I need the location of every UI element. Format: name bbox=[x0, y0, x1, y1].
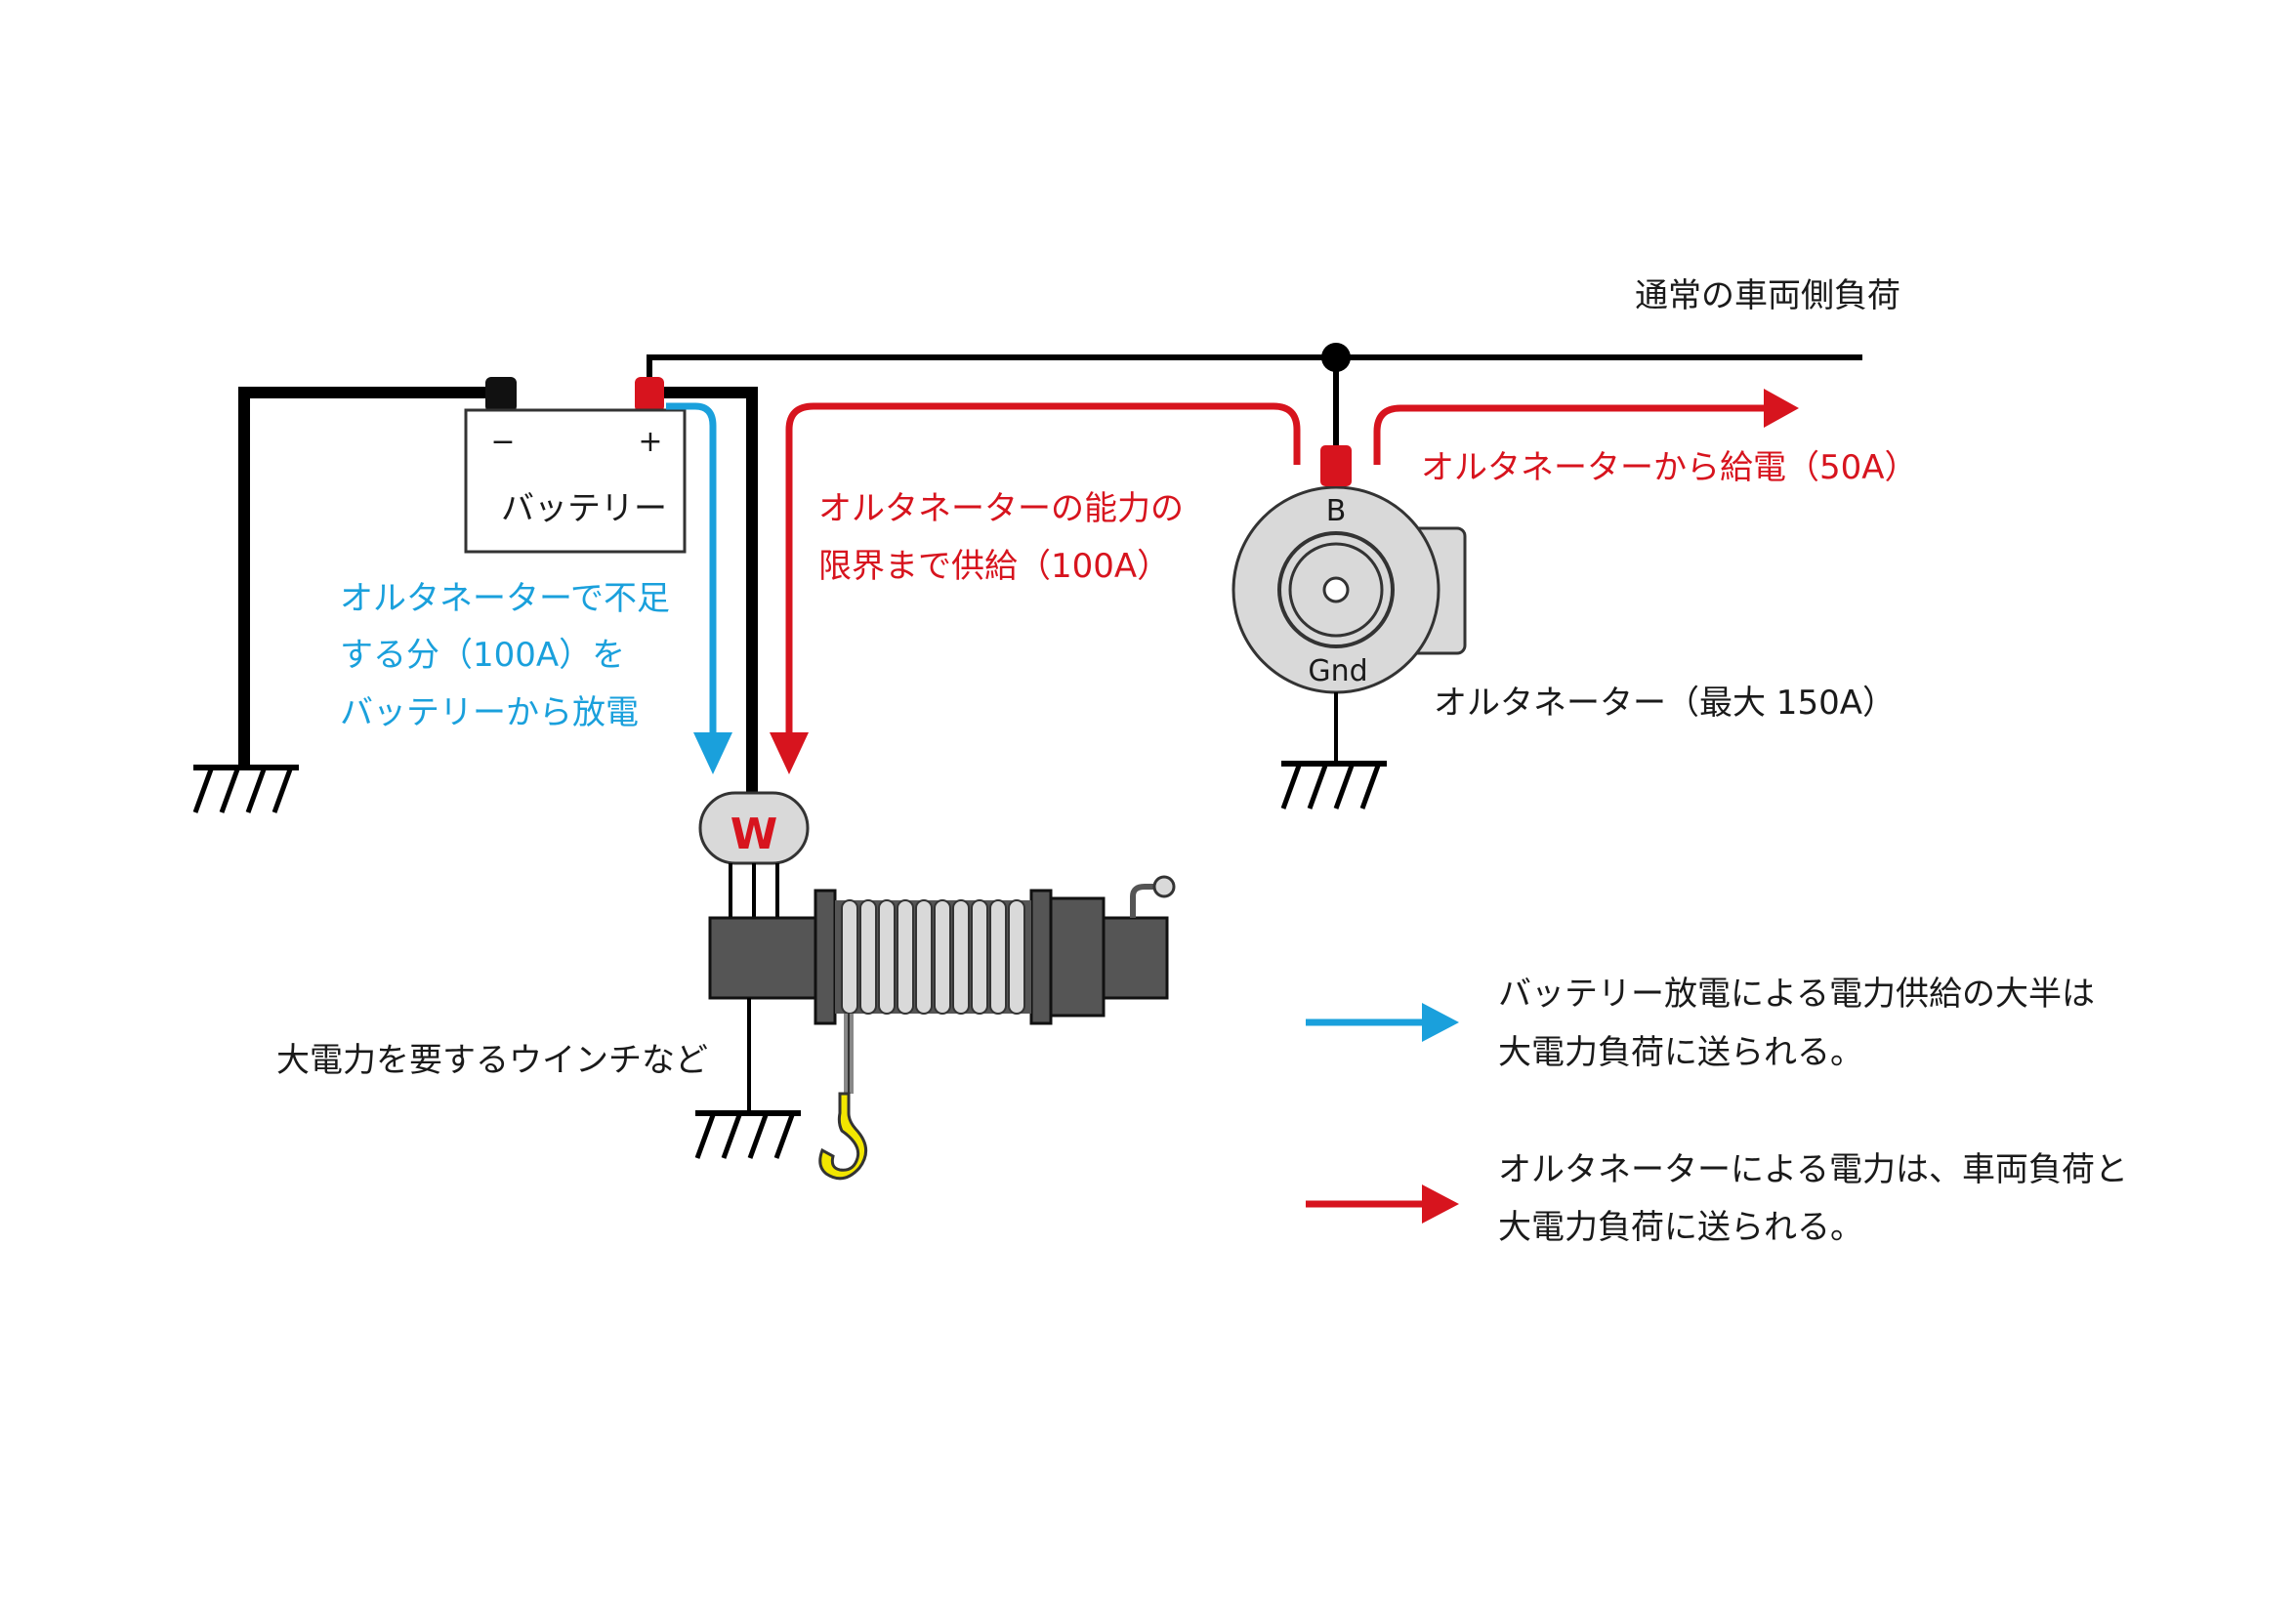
legend-alternator-line1: オルタネーターによる電力は、車両負荷と bbox=[1498, 1150, 2128, 1189]
battery-winch-wire bbox=[649, 387, 758, 801]
alternator-to-winch-arrow bbox=[770, 402, 1301, 774]
legend-alternator-line2: 大電力負荷に送られる。 bbox=[1498, 1208, 1863, 1247]
alternator-to-load-arrow bbox=[1373, 389, 1799, 465]
legend-item-battery: バッテリー放電による電力供給の大半は 大電力負荷に送られる。 bbox=[1306, 975, 2095, 1072]
winch-clutch-lever bbox=[1152, 875, 1176, 898]
battery: − + バッテリー bbox=[464, 377, 687, 554]
winch-rope-coil bbox=[835, 899, 1031, 1015]
winch-gear-housing bbox=[1049, 896, 1106, 1018]
alternator-terminal-gnd-label: Gnd bbox=[1308, 654, 1367, 688]
winch: W bbox=[694, 791, 1176, 1181]
battery-discharge-label-line1: オルタネーターで不足 bbox=[340, 579, 670, 618]
battery-negative-terminal bbox=[485, 377, 517, 412]
legend-arrow-blue bbox=[1422, 1003, 1459, 1042]
alternator-b-terminal bbox=[1320, 445, 1352, 486]
alternator-terminal-b-label: B bbox=[1326, 494, 1347, 528]
winch-flange bbox=[1029, 889, 1053, 1025]
battery-ground-wire bbox=[192, 387, 500, 813]
alternator-limit-label-line2: 限界まで供給（100A） bbox=[818, 547, 1170, 586]
winch-name-label: 大電力を要するウインチなど bbox=[276, 1041, 708, 1080]
battery-minus-sign: − bbox=[490, 425, 515, 459]
battery-body bbox=[464, 408, 687, 554]
winch-motor bbox=[708, 916, 819, 1000]
alternator: B Gnd bbox=[1231, 445, 1467, 810]
battery-plus-sign: + bbox=[638, 425, 662, 459]
winch-badge-label: W bbox=[731, 810, 778, 859]
winch-hook bbox=[818, 1092, 867, 1181]
battery-label: バッテリー bbox=[501, 489, 667, 528]
legend-battery-line2: 大電力負荷に送られる。 bbox=[1498, 1033, 1863, 1072]
alternator-supply-label: オルタネーターから給電（50A） bbox=[1421, 448, 1918, 487]
vehicle-load-label: 通常の車両側負荷 bbox=[1635, 276, 1900, 315]
legend-item-alternator: オルタネーターによる電力は、車両負荷と 大電力負荷に送られる。 bbox=[1306, 1150, 2128, 1247]
battery-discharge-arrow bbox=[666, 402, 732, 774]
legend: バッテリー放電による電力供給の大半は 大電力負荷に送られる。 オルタネーターによ… bbox=[1306, 975, 2128, 1247]
battery-positive-terminal bbox=[635, 377, 664, 412]
alternator-name-label: オルタネーター（最大 150A） bbox=[1434, 684, 1896, 723]
battery-discharge-label-line3: バッテリーから放電 bbox=[340, 693, 639, 732]
legend-arrow-red bbox=[1422, 1184, 1459, 1224]
legend-battery-line1: バッテリー放電による電力供給の大半は bbox=[1498, 975, 2095, 1014]
vehicle-load-wire bbox=[647, 343, 1862, 451]
winch-flange bbox=[814, 889, 837, 1025]
battery-discharge-label-line2: する分（100A）を bbox=[340, 636, 625, 675]
alternator-limit-label-line1: オルタネーターの能力の bbox=[818, 489, 1184, 528]
